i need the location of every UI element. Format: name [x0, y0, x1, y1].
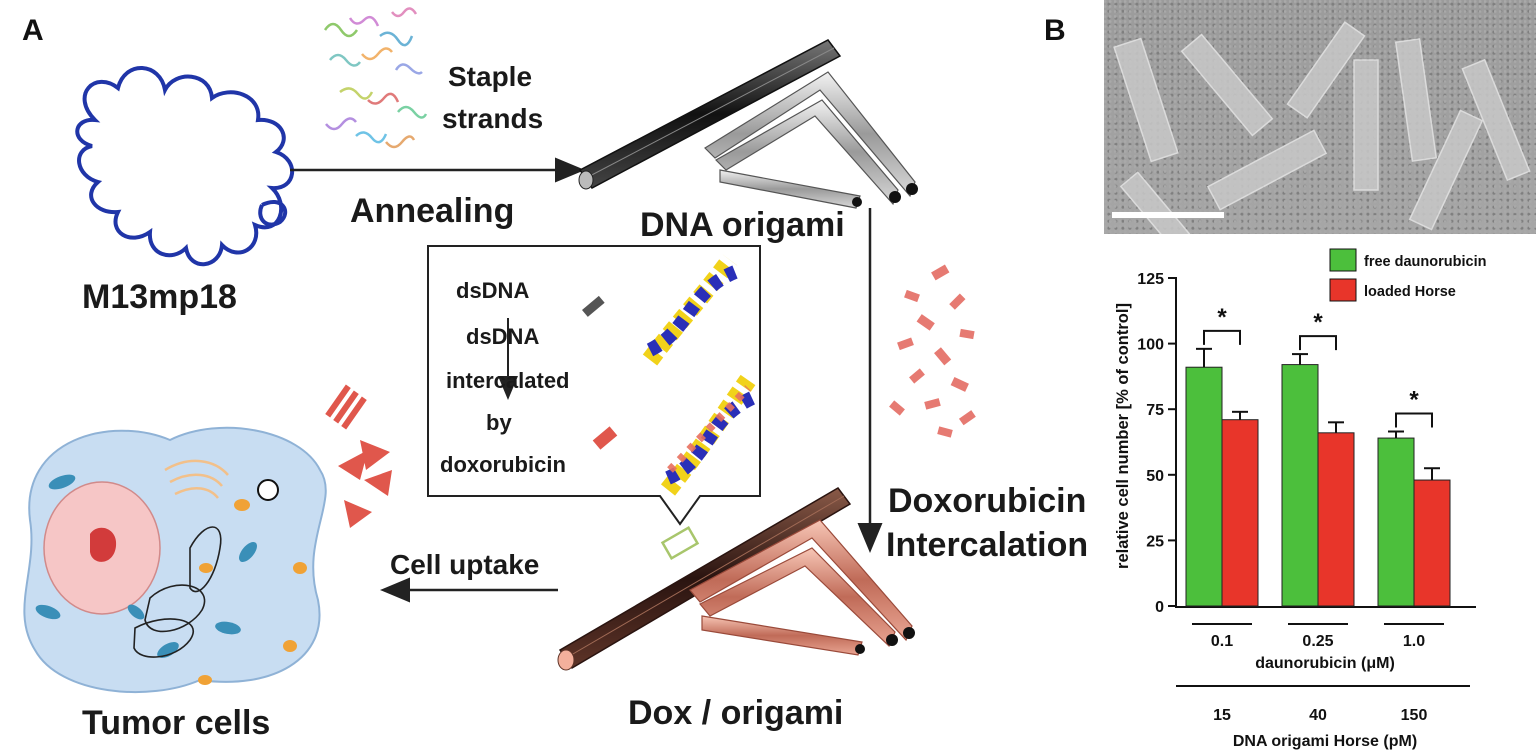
y-tick-label: 0 [1155, 599, 1164, 616]
y-tick-label: 50 [1146, 468, 1164, 485]
scale-bar [1112, 212, 1224, 218]
x-category-label-secondary: 40 [1309, 707, 1327, 724]
panel-b-letter: B [1044, 14, 1066, 47]
bar-loaded [1221, 419, 1259, 607]
y-axis-label: relative cell number [% of control] [1114, 303, 1132, 569]
legend-swatch-loaded [1329, 278, 1357, 302]
inset-source-highlight [660, 525, 700, 561]
x-category-label: 1.0 [1403, 633, 1425, 650]
x-categories: 0.1 0.25 1.0 [1192, 623, 1444, 650]
x-axis-label-secondary: DNA origami Horse (pM) [1233, 733, 1417, 750]
legend-label-free: free daunorubicin [1364, 254, 1486, 270]
inset-line2: dsDNA [466, 324, 539, 349]
bar-chart: relative cell number [% of control] 0 25 5… [1114, 248, 1486, 750]
x-category-label-secondary: 15 [1213, 707, 1231, 724]
x-category-label: 0.25 [1302, 633, 1333, 650]
inset-line3: intercalated [446, 368, 570, 393]
x-axis-label-primary: daunorubicin (μM) [1255, 655, 1395, 672]
dna-origami-label: DNA origami [640, 206, 845, 244]
m13-label: M13mp18 [82, 278, 237, 316]
y-ticks: 0 25 50 75 100 125 [1137, 271, 1176, 616]
bar-free [1377, 437, 1415, 607]
significance-brackets: * * * [1203, 304, 1433, 428]
tumor-cell-illustration [23, 426, 327, 693]
dox-origami-label: Dox / origami [628, 694, 843, 732]
bar-loaded [1317, 432, 1355, 607]
tem-micrograph [1104, 0, 1536, 234]
staple-strands-illustration [323, 7, 428, 149]
staple-label-line1: Staple [448, 61, 532, 92]
y-tick-label: 25 [1146, 533, 1164, 550]
inset-line5: doxorubicin [440, 452, 566, 477]
x-category-label-secondary: 150 [1401, 707, 1428, 724]
m13-scaffold-loop [75, 66, 295, 267]
bar-loaded [1413, 479, 1451, 607]
bar-free [1281, 364, 1319, 607]
dox-rod-icon [592, 426, 618, 450]
legend-swatch-free [1329, 248, 1357, 272]
y-tick-label: 100 [1137, 337, 1164, 354]
y-tick-label: 75 [1146, 402, 1164, 419]
x-category-label: 0.1 [1211, 633, 1233, 650]
cell-uptake-label: Cell uptake [390, 549, 539, 580]
significance-bracket [1299, 335, 1337, 351]
inset-line4: by [486, 410, 512, 435]
dox-origami-structure [557, 487, 915, 671]
x-categories-secondary: 15 40 150 [1213, 707, 1427, 724]
inset-dsdna-label: dsDNA [456, 278, 529, 303]
released-drug-structures [325, 384, 392, 528]
significance-star: * [1409, 387, 1419, 414]
significance-star: * [1217, 304, 1227, 331]
micrograph-rods [1113, 21, 1531, 234]
tumor-cells-label: Tumor cells [82, 704, 270, 742]
significance-bracket [1203, 329, 1241, 345]
significance-star: * [1313, 309, 1323, 336]
intercalated-helix-model [660, 374, 756, 496]
dna-origami-structure [578, 39, 918, 209]
legend-label-loaded: loaded Horse [1364, 284, 1456, 300]
significance-bracket [1395, 412, 1433, 428]
doxorubicin-label-line2: Intercalation [886, 526, 1088, 564]
staple-label-line2: strands [442, 103, 543, 134]
dsdna-helix-model [642, 254, 738, 366]
bars [1185, 347, 1451, 607]
y-tick-label: 125 [1137, 271, 1164, 288]
doxorubicin-molecules [889, 264, 976, 438]
panel-a-diagram: M13mp18 Staple strands Annealing DNA ori… [23, 7, 1088, 742]
legend: free daunorubicin loaded Horse [1329, 248, 1486, 302]
panel-a-letter: A [22, 14, 44, 47]
annealing-label: Annealing [350, 192, 514, 230]
doxorubicin-label-line1: Doxorubicin [888, 482, 1086, 520]
bar-free [1185, 366, 1223, 607]
dsdna-rod-icon [582, 295, 605, 317]
